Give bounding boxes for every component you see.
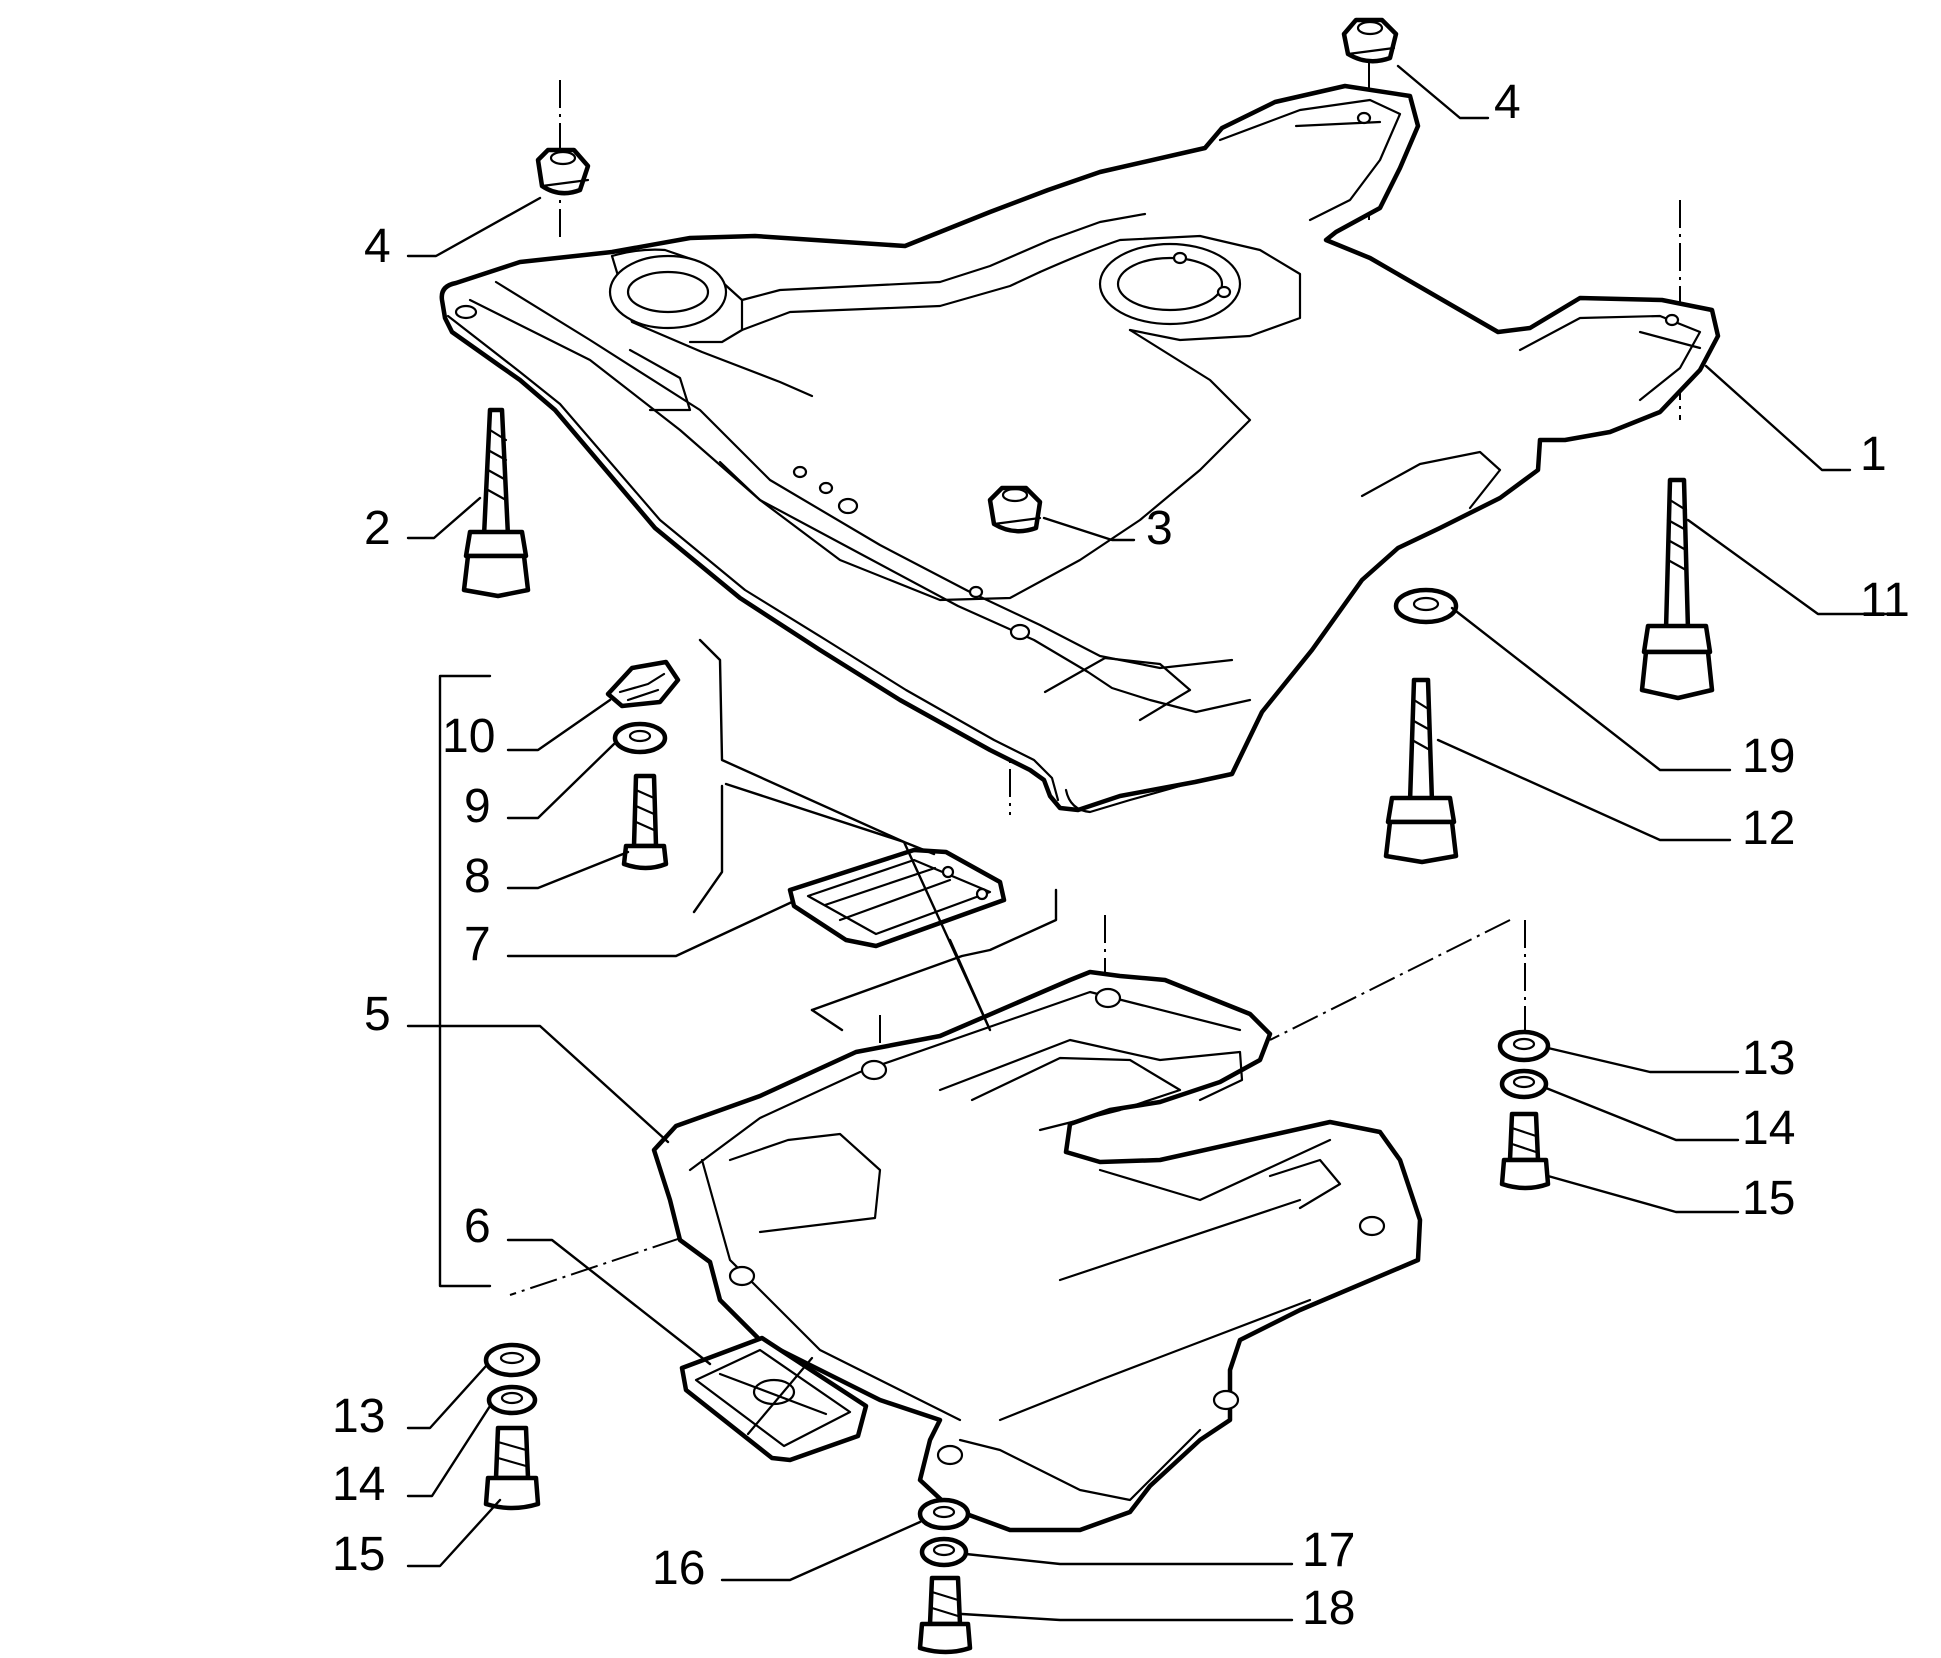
callout-14-left: 14: [332, 1458, 385, 1511]
washer-part-13-right: [1497, 1029, 1551, 1063]
washer-part-16: [917, 1497, 971, 1531]
nut-part-4-right: [1341, 17, 1399, 64]
callout-8: 8: [464, 850, 491, 903]
subframe-part-1: [439, 83, 1721, 814]
callout-19: 19: [1742, 730, 1795, 783]
stud-part-11: [1639, 477, 1715, 701]
callout-9: 9: [464, 780, 491, 833]
plate-part-7: [787, 847, 1007, 949]
callout-10: 10: [442, 710, 495, 763]
callout-5: 5: [364, 988, 391, 1041]
callout-12: 12: [1742, 802, 1795, 855]
spring-washer-part-17: [919, 1536, 969, 1568]
stud-part-12: [1383, 677, 1459, 865]
nut-part-4-left: [535, 147, 591, 196]
callout-leaders: [406, 64, 1892, 1622]
clip-part-10: [605, 659, 681, 709]
callout-3: 3: [1146, 502, 1173, 555]
callout-13-right: 13: [1742, 1032, 1795, 1085]
screw-part-18: [917, 1575, 973, 1655]
callout-18: 18: [1302, 1582, 1355, 1635]
callout-2: 2: [364, 502, 391, 555]
washer-part-9: [612, 721, 668, 755]
callout-11: 11: [1860, 574, 1910, 627]
stud-part-2: [461, 407, 531, 599]
screw-part-8: [621, 773, 669, 871]
callout-4-left: 4: [364, 220, 391, 273]
callout-16: 16: [652, 1542, 705, 1595]
callout-15-left: 15: [332, 1528, 385, 1581]
washer-part-19: [1393, 587, 1459, 625]
callout-15-right: 15: [1742, 1172, 1795, 1225]
nut-part-3: [987, 485, 1043, 534]
callout-4-right: 4: [1494, 76, 1521, 129]
callout-6: 6: [464, 1200, 491, 1253]
callout-7: 7: [464, 918, 491, 971]
washers: [483, 587, 1551, 1568]
pad-part-6: [679, 1335, 869, 1463]
callout-labels: 4 4 1 2 3 11 19 12 10 9 8 7 5 6 13 14 15…: [332, 76, 1910, 1635]
group-bracket: [438, 638, 1058, 1288]
screw-part-15-left: [483, 1425, 541, 1511]
callout-13-left: 13: [332, 1390, 385, 1443]
callout-14-right: 14: [1742, 1102, 1795, 1155]
screw-part-15-right: [1499, 1111, 1551, 1191]
spring-washer-part-14-left: [486, 1384, 538, 1416]
underbody-shield-part-5: [651, 969, 1423, 1533]
callout-17: 17: [1302, 1524, 1355, 1577]
washer-part-13-left: [483, 1342, 541, 1378]
spring-washer-part-14-right: [1499, 1068, 1549, 1100]
callout-1: 1: [1860, 428, 1887, 481]
